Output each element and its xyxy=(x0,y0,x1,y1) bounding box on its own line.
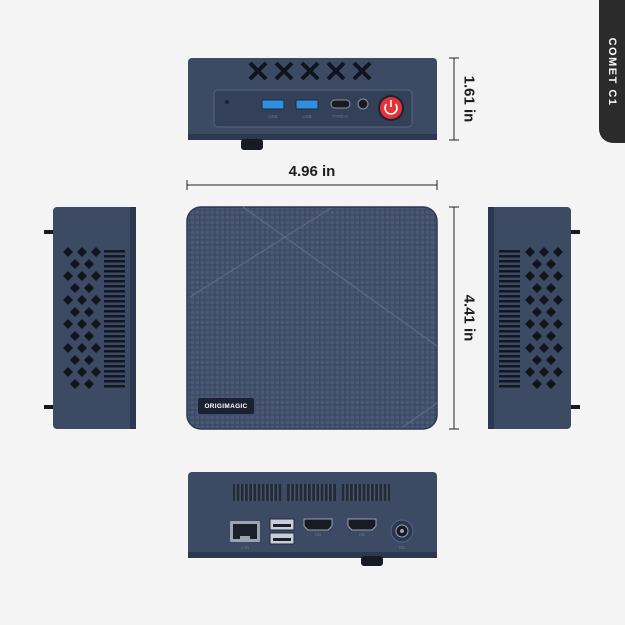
lan-port xyxy=(230,521,260,542)
rear-vent-3 xyxy=(341,484,390,501)
left-slat-vent xyxy=(104,250,125,390)
hdmi-port-2 xyxy=(347,518,377,531)
front-top-vents xyxy=(248,61,372,81)
rear-foot xyxy=(361,556,383,566)
front-foot xyxy=(241,139,263,150)
usb-port-2 xyxy=(295,99,319,110)
series-tab: COMET C1 xyxy=(599,0,625,143)
right-mesh-vent xyxy=(525,247,563,389)
power-led xyxy=(225,100,229,104)
top-view xyxy=(186,206,438,430)
hdmi-port-1 xyxy=(303,518,333,531)
front-view xyxy=(188,58,437,150)
power-button xyxy=(380,97,402,119)
dc-power-jack xyxy=(390,519,414,543)
left-foot-top xyxy=(44,230,53,234)
left-foot-bottom xyxy=(44,405,53,409)
dc-jack-label: DC xyxy=(398,545,406,550)
height-dimension-line xyxy=(449,57,459,141)
depth-label: 4.41 in xyxy=(460,294,478,342)
rear-vent-1 xyxy=(233,484,282,501)
left-side-view xyxy=(44,207,136,429)
right-foot-bottom xyxy=(571,405,580,409)
audio-jack xyxy=(357,98,369,110)
usb-port-1-label: USB xyxy=(268,114,278,119)
height-label: 1.61 in xyxy=(460,75,478,123)
usb-c-port-label: TYPE-C xyxy=(331,114,349,119)
right-foot-top xyxy=(571,230,580,234)
right-slat-vent xyxy=(499,250,520,390)
brand-logo: ORIGIMAGIC xyxy=(198,398,254,414)
hdmi-port-1-label: HD xyxy=(314,532,322,537)
right-side-view xyxy=(488,207,580,429)
rear-usb-stack xyxy=(269,518,295,545)
lan-port-label: LAN xyxy=(240,545,250,550)
width-label: 4.96 in xyxy=(288,163,336,180)
rear-view xyxy=(188,472,437,566)
width-dimension-line xyxy=(186,180,438,190)
hdmi-port-2-label: HD xyxy=(358,532,366,537)
rear-vent-2 xyxy=(287,484,336,501)
lid-facet-lines xyxy=(189,206,438,428)
depth-dimension-line xyxy=(449,206,459,430)
left-mesh-vent xyxy=(63,247,101,389)
usb-port-2-label: USB xyxy=(302,114,312,119)
series-tab-label: COMET C1 xyxy=(606,37,618,107)
usb-c-port xyxy=(330,99,351,109)
top-lid xyxy=(186,206,438,430)
usb-port-1 xyxy=(261,99,285,110)
